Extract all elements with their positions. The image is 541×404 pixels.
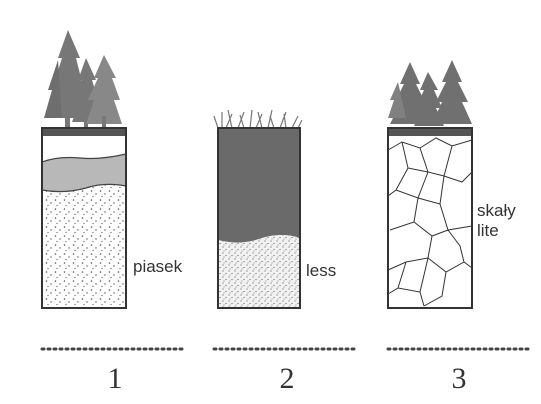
profile-2-number: 2 [280,362,295,395]
profile-1-illuvial-layer [42,154,126,192]
profile-2-loess-layer [218,235,300,308]
profile-2-humus-layer [218,128,300,243]
conifer-trees-icon [388,60,472,126]
profile-3-rock-cracks [387,137,473,307]
profile-3: skały lite 3 [386,60,534,395]
profile-3-number: 3 [452,362,467,395]
profile-1-number: 1 [108,362,123,395]
profile-2-label: less [306,261,336,280]
profile-2: less 2 [212,109,360,395]
profile-1-outline [41,127,127,309]
profile-1-eluvial-layer [42,136,126,162]
profile-2-outline [217,127,301,309]
profile-3-label: skały lite [477,201,520,240]
profile-1-sand-layer [42,184,126,308]
grass-icon [213,109,303,129]
profile-1-humus-layer [42,128,126,136]
profile-1-label: piasek [133,257,183,276]
profile-3-humus-layer [388,128,472,136]
profile-3-outline [387,127,473,309]
profile-3-bedrock-layer [388,136,472,308]
profile-1: piasek 1 [40,30,188,395]
conifer-trees-icon [44,30,122,130]
